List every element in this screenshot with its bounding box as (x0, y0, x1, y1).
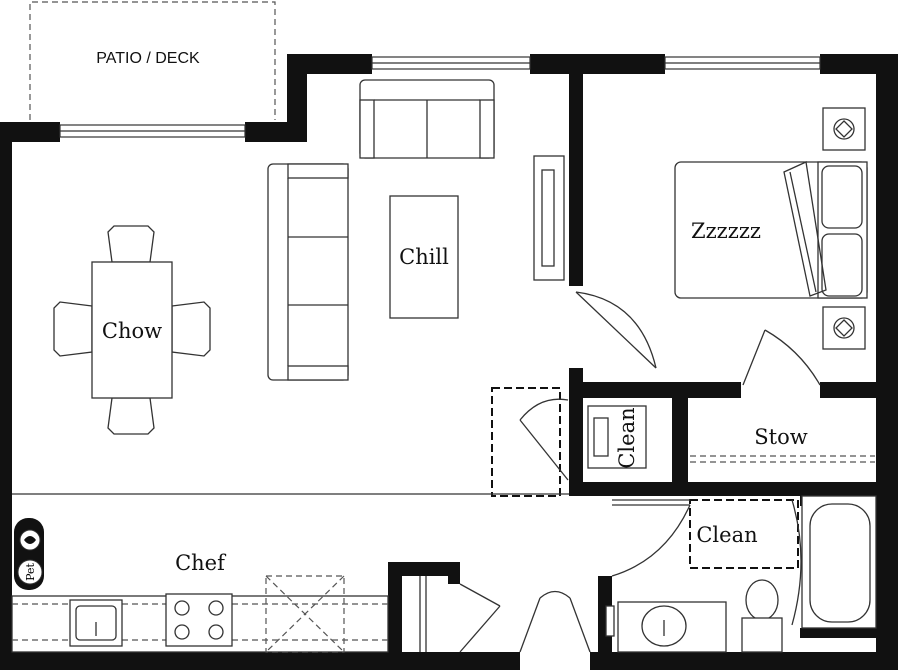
windows (59, 56, 821, 138)
kitchen: Chef (11, 493, 569, 653)
patio-label: PATIO / DECK (96, 50, 200, 67)
zzz-label: Zzzzzz (691, 219, 761, 243)
chow-label: Chow (102, 319, 162, 343)
front-door (519, 590, 591, 653)
bedroom-door (575, 291, 657, 369)
pet-label: Pet (24, 563, 37, 581)
sofa (267, 163, 349, 381)
stow-closet: Stow (690, 425, 875, 463)
bedroom: Zzzzzz (674, 107, 868, 350)
closet-door (742, 329, 821, 386)
pet-station: Pet (14, 518, 44, 590)
walls (0, 54, 898, 670)
loveseat (359, 79, 495, 159)
dining-set: Chow (53, 225, 211, 435)
clean-bath-label: Clean (696, 523, 757, 547)
clean-closet-label: Clean (615, 407, 639, 468)
patio-deck: PATIO / DECK (29, 1, 276, 120)
entry-closet-door (419, 576, 501, 653)
bathroom: Clean (605, 495, 877, 653)
laundry-closet: Clean (587, 405, 647, 469)
stow-label: Stow (754, 425, 807, 449)
chef-label: Chef (175, 551, 227, 575)
media-console (533, 155, 565, 281)
chill-label: Chill (399, 245, 449, 269)
washer-dryer-area (491, 387, 569, 497)
coffee-table: Chill (389, 195, 459, 319)
